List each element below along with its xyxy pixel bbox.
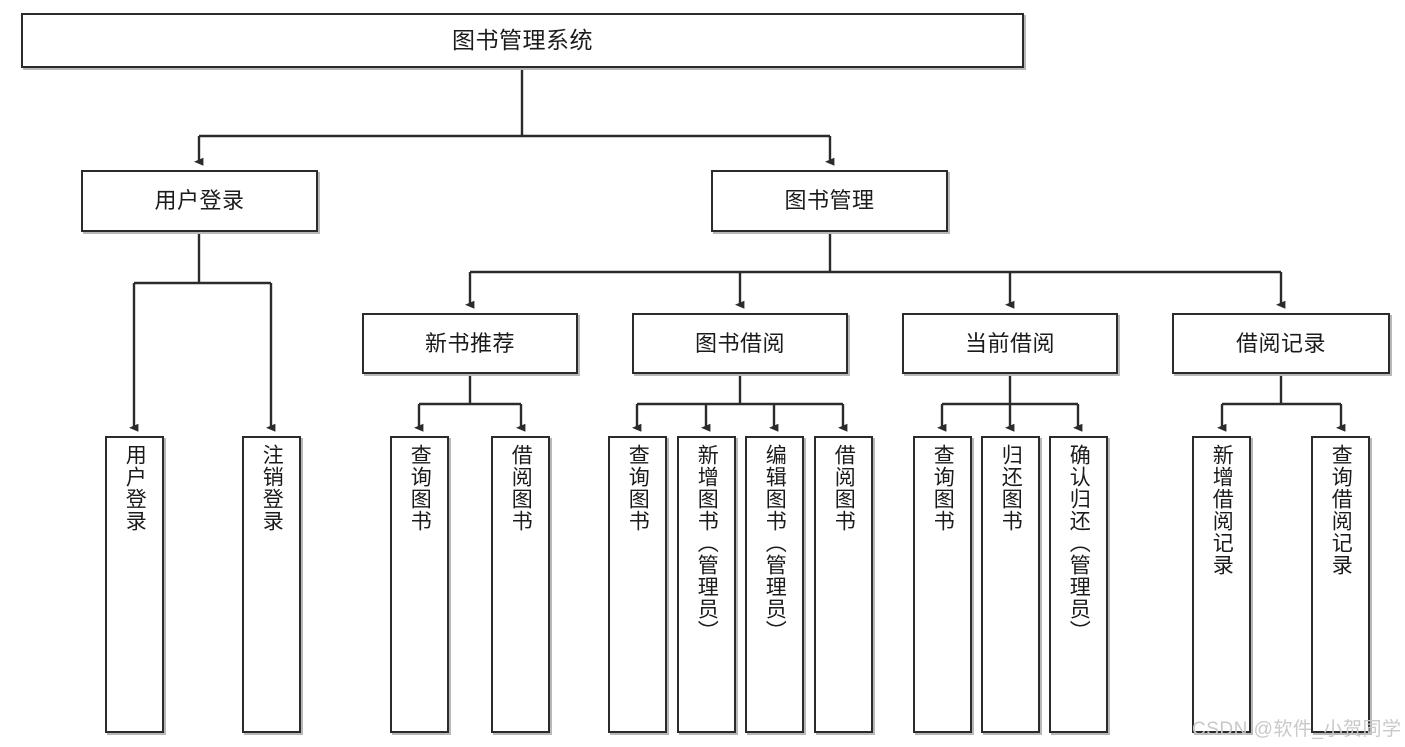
node-leaf-query-borrow-record[interactable]: 查询借阅记录 [1311,436,1370,733]
node-label: 注销登录 [260,444,284,532]
node-label: 用户登录 [123,444,147,532]
node-book-borrow[interactable]: 图书借阅 [632,313,848,374]
node-label: 新增借阅记录 [1210,444,1234,576]
node-label: 借阅图书 [832,444,856,532]
node-leaf-return-book[interactable]: 归还图书 [981,436,1040,733]
node-book-management[interactable]: 图书管理 [711,170,948,232]
node-label: 查询借阅记录 [1329,444,1353,576]
node-leaf-borrow-book[interactable]: 借阅图书 [814,436,873,733]
node-label: 新书推荐 [424,330,515,356]
node-label: 新增图书（管理员） [695,444,719,642]
node-label: 借阅记录 [1235,330,1326,356]
node-label: 图书管理 [784,188,875,214]
node-label: 查询图书 [626,444,650,532]
node-root-book-management-system[interactable]: 图书管理系统 [21,13,1024,68]
node-label: 归还图书 [999,444,1023,532]
node-leaf-query-book-borrow[interactable]: 查询图书 [608,436,667,733]
node-borrow-record[interactable]: 借阅记录 [1172,313,1390,374]
node-label: 当前借阅 [964,330,1055,356]
node-leaf-query-book-recommend[interactable]: 查询图书 [390,436,449,733]
node-leaf-edit-book[interactable]: 编辑图书（管理员） [745,436,804,733]
node-leaf-borrow-book-recommend[interactable]: 借阅图书 [491,436,550,733]
node-new-book-recommend[interactable]: 新书推荐 [362,313,578,374]
node-current-borrow[interactable]: 当前借阅 [902,313,1118,374]
node-label: 查询图书 [931,444,955,532]
node-leaf-user-login[interactable]: 用户登录 [105,436,164,733]
node-leaf-query-book-current[interactable]: 查询图书 [913,436,972,733]
node-label: 编辑图书（管理员） [763,444,787,642]
node-label: 确认归还（管理员） [1067,444,1091,642]
node-label: 查询图书 [408,444,432,532]
node-label: 借阅图书 [509,444,533,532]
node-leaf-logout[interactable]: 注销登录 [242,436,301,733]
node-leaf-add-borrow-record[interactable]: 新增借阅记录 [1192,436,1251,733]
node-label: 用户登录 [154,188,245,214]
node-leaf-add-book[interactable]: 新增图书（管理员） [677,436,736,733]
csdn-watermark: CSDN @软件_小贺同学 [1192,719,1402,740]
node-label: 图书借阅 [694,330,785,356]
node-label: 图书管理系统 [452,27,593,54]
node-user-login[interactable]: 用户登录 [81,170,318,232]
node-leaf-confirm-return[interactable]: 确认归还（管理员） [1049,436,1108,733]
